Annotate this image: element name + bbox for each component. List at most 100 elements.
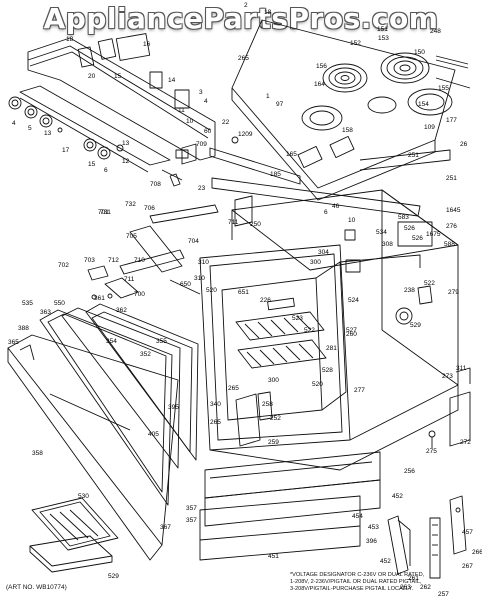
part-label: 529 [410, 322, 421, 329]
part-label: 388 [18, 325, 29, 332]
part-label: 304 [318, 249, 329, 256]
part-label: 156 [316, 63, 327, 70]
part-label: 703 [84, 257, 95, 264]
part-label: 152 [350, 40, 361, 47]
part-label: 250 [250, 221, 261, 228]
part-label: 712 [108, 257, 119, 264]
part-label: 453 [368, 524, 379, 531]
part-label: 396 [366, 538, 377, 545]
part-label: 164 [314, 81, 325, 88]
part-label: 3 [199, 89, 203, 96]
part-label: 158 [342, 127, 353, 134]
part-label: 5 [28, 125, 32, 132]
part-label: 522 [304, 327, 315, 334]
part-label: 363 [40, 309, 51, 316]
part-label: 528 [322, 367, 333, 374]
part-label: 451 [268, 553, 279, 560]
part-label: 6 [104, 167, 108, 174]
part-label: 226 [260, 297, 271, 304]
part-label: 1 [266, 93, 270, 100]
part-label: 452 [380, 558, 391, 565]
part-label: 151 [377, 26, 388, 33]
cooktop-assembly [231, 19, 471, 201]
part-label: 457 [462, 529, 473, 536]
part-label: 711 [228, 219, 239, 226]
part-label: 257 [438, 591, 449, 598]
part-label: 535 [22, 300, 33, 307]
part-label: 550 [54, 300, 65, 307]
part-label: 262 [420, 584, 431, 591]
part-label: 109 [424, 124, 435, 131]
oven-liner [221, 277, 323, 421]
part-label: 10 [186, 118, 194, 125]
part-label: 22 [222, 119, 230, 126]
part-label: 355 [156, 338, 167, 345]
part-label: 732 [125, 201, 136, 208]
cooktop-top [231, 19, 456, 189]
watermark-text: AppliancePartsPros.com [43, 2, 439, 35]
part-label: 265 [228, 385, 239, 392]
part-label: 395 [168, 404, 179, 411]
voltage-note-line: 3-208V/PIGTAIL-PURCHASE PIGTAIL LOCALLY. [290, 586, 414, 592]
drawer-front [204, 451, 381, 499]
part-label: 248 [430, 28, 441, 35]
part-label: 357 [186, 505, 197, 512]
part-label: 310 [194, 275, 205, 282]
part-label: 4 [204, 98, 208, 105]
part-label: 273 [442, 373, 453, 380]
oven-body [199, 189, 459, 471]
part-label: 13 [44, 130, 52, 137]
part-number-labels: 18 20 15 16 14 3 4 60 10 11 17 12 13 15 … [8, 2, 482, 598]
wiring-components [344, 221, 471, 448]
part-label: 357 [186, 517, 197, 524]
part-label: 365 [8, 339, 19, 346]
part-label: 155 [438, 85, 449, 92]
part-label: 530 [78, 493, 89, 500]
part-label: 267 [462, 563, 473, 570]
part-label: 524 [348, 297, 359, 304]
part-label: 311 [456, 365, 467, 372]
part-label: 529 [108, 573, 119, 580]
storage-drawer [199, 451, 381, 561]
part-label: 10 [348, 217, 356, 224]
part-label: 300 [268, 377, 279, 384]
part-label: 6 [324, 209, 328, 216]
part-label: 261 [408, 575, 419, 582]
part-label: 520 [206, 287, 217, 294]
part-label: 238 [404, 287, 415, 294]
part-label: 711 [124, 276, 135, 283]
part-label: 276 [446, 223, 457, 230]
part-label: 18 [66, 36, 74, 43]
control-panel-assembly [8, 33, 216, 173]
part-label: 651 [238, 289, 249, 296]
part-label: 259 [268, 439, 279, 446]
part-label: 1675 [426, 231, 441, 238]
voltage-note-line: 1-208V, 2-236V/PIGTAIL OR DUAL RATED PIG… [290, 579, 422, 585]
part-label: 310 [198, 259, 209, 266]
part-label: 650 [180, 281, 191, 288]
part-label: 17 [62, 147, 70, 154]
part-label: 154 [418, 101, 429, 108]
door-outer-panel [7, 334, 179, 546]
part-label: 281 [326, 345, 337, 352]
part-label: 275 [426, 448, 437, 455]
art-number: (ART NO. WB10774) [6, 584, 67, 591]
part-label: 454 [352, 513, 363, 520]
part-label: 266 [472, 549, 482, 556]
part-label: 153 [378, 35, 389, 42]
part-label: 702 [58, 262, 69, 269]
part-label: 709 [196, 141, 207, 148]
part-label: 705 [126, 233, 137, 240]
part-label: 15 [114, 73, 122, 80]
part-label: 272 [460, 439, 471, 446]
part-label: 14 [168, 77, 176, 84]
part-label: 265 [210, 419, 221, 426]
oven-door-assembly [7, 293, 199, 561]
part-label: 527 [346, 327, 357, 334]
part-label: 522 [424, 280, 435, 287]
control-switches [77, 33, 190, 109]
part-label: 520 [312, 381, 323, 388]
part-label: 731 [100, 209, 111, 216]
voltage-note: *VOLTAGE DESIGNATOR C-236V OR DUAL RATED… [290, 572, 480, 593]
part-label: 1209 [238, 131, 253, 138]
